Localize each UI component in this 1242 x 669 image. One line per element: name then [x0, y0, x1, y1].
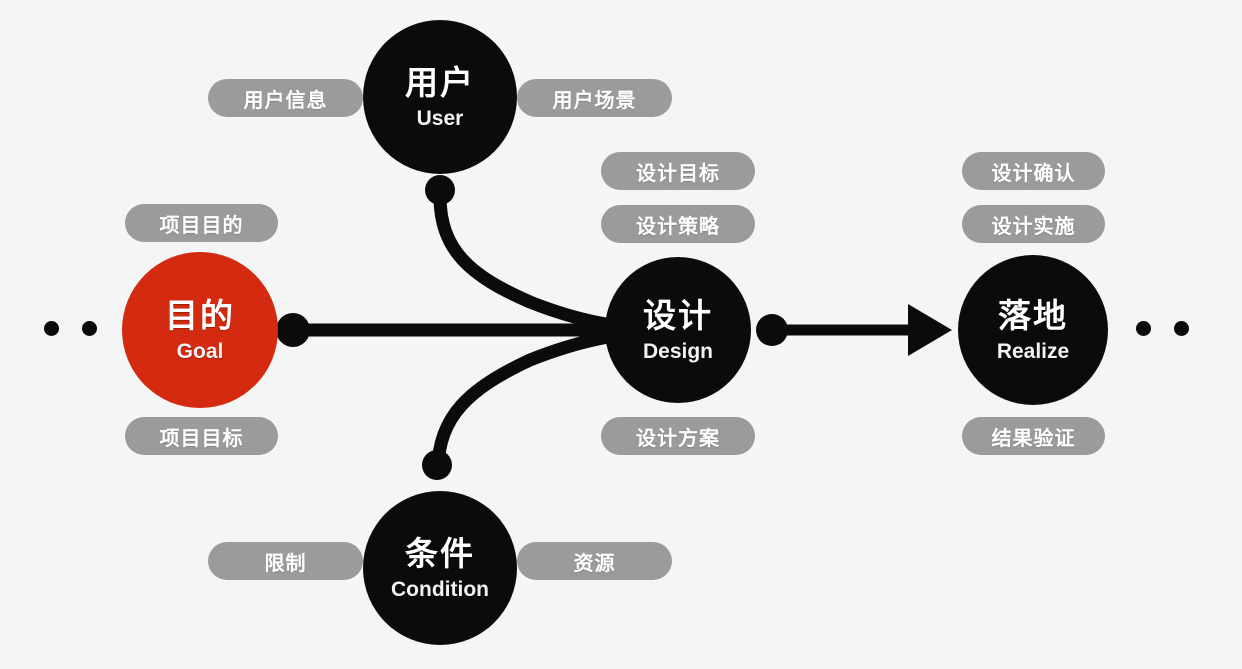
tag-design-plan[interactable]: 设计方案 — [601, 417, 755, 455]
node-realize-label-cn: 落地 — [998, 296, 1068, 334]
node-condition-label-cn: 条件 — [405, 534, 475, 572]
node-condition[interactable]: 条件 Condition — [363, 491, 517, 645]
node-realize[interactable]: 落地 Realize — [958, 255, 1108, 405]
tag-design-strategy[interactable]: 设计策略 — [601, 205, 755, 243]
node-design-label-cn: 设计 — [643, 296, 713, 334]
junction-dot-design — [756, 314, 788, 346]
ellipsis-dot-right-2 — [1174, 321, 1189, 336]
node-user[interactable]: 用户 User — [363, 20, 517, 174]
ellipsis-dot-left-2 — [82, 321, 97, 336]
tag-resource[interactable]: 资源 — [517, 542, 672, 580]
node-user-label-cn: 用户 — [405, 63, 475, 101]
junction-dot-goal — [276, 313, 310, 347]
node-goal-label-cn: 目的 — [165, 296, 235, 334]
node-goal-label-en: Goal — [176, 339, 224, 363]
tag-constraint[interactable]: 限制 — [208, 542, 363, 580]
tag-design-goal[interactable]: 设计目标 — [601, 152, 755, 190]
tag-design-implement[interactable]: 设计实施 — [962, 205, 1105, 243]
node-goal[interactable]: 目的 Goal — [122, 252, 278, 408]
tag-goal-objective[interactable]: 项目目标 — [125, 417, 278, 455]
node-user-label-en: User — [416, 106, 464, 130]
junction-dot-condition — [422, 450, 452, 480]
ellipsis-dot-right-1 — [1136, 321, 1151, 336]
tag-goal-purpose[interactable]: 项目目的 — [125, 204, 278, 242]
junction-dot-user — [425, 175, 455, 205]
ellipsis-dot-left-1 — [44, 321, 59, 336]
node-design[interactable]: 设计 Design — [605, 257, 751, 403]
node-condition-label-en: Condition — [391, 577, 489, 601]
tag-user-scenario[interactable]: 用户场景 — [517, 79, 672, 117]
node-design-label-en: Design — [642, 339, 713, 363]
tag-design-confirm[interactable]: 设计确认 — [962, 152, 1105, 190]
tag-user-information[interactable]: 用户信息 — [208, 79, 363, 117]
arrowhead-icon — [908, 304, 952, 356]
tag-result-validation[interactable]: 结果验证 — [962, 417, 1105, 455]
node-realize-label-en: Realize — [996, 339, 1070, 363]
